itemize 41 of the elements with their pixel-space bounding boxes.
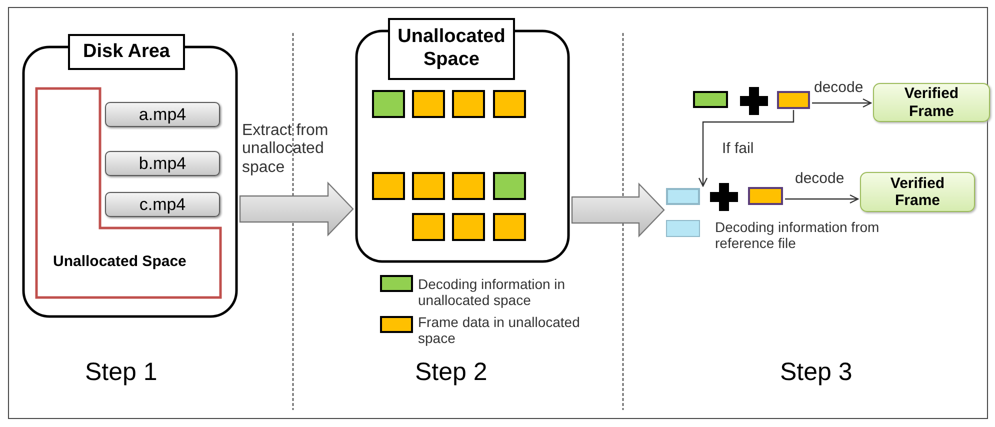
storage-panel xyxy=(355,18,570,263)
data-block xyxy=(777,91,810,109)
data-block xyxy=(372,90,405,118)
data-block xyxy=(493,172,526,200)
arrow xyxy=(785,194,859,204)
data-block xyxy=(493,213,526,241)
legend-text: Frame data in unallocated space xyxy=(418,314,581,346)
data-block xyxy=(412,90,445,118)
region-outline xyxy=(35,87,222,299)
data-block xyxy=(666,188,700,205)
legend-text: Decoding information in unallocated space xyxy=(418,276,566,308)
data-block xyxy=(693,91,728,108)
step-label: Step 3 xyxy=(780,358,852,387)
edge-label: If fail xyxy=(722,140,755,158)
data-block xyxy=(372,172,405,200)
data-block xyxy=(412,172,445,200)
data-block xyxy=(748,187,783,205)
arrow xyxy=(812,98,872,108)
storage-panel xyxy=(22,34,238,318)
region-label: Unallocated Space xyxy=(53,253,186,270)
legend-text: Decoding information from reference file xyxy=(715,219,880,252)
arrow xyxy=(698,110,794,187)
arrow xyxy=(239,182,354,236)
heading-box: Disk Area xyxy=(68,34,185,70)
file-box: c.mp4 xyxy=(105,192,220,217)
data-block xyxy=(452,90,485,118)
edge-label: decode xyxy=(795,170,846,188)
result-box: Verified Frame xyxy=(873,83,990,122)
data-block xyxy=(412,213,445,241)
data-block xyxy=(493,90,526,118)
step-label: Step 1 xyxy=(85,358,158,387)
file-box: b.mp4 xyxy=(105,151,220,176)
edge-label: Extract from unallocated space xyxy=(242,122,330,178)
data-block xyxy=(452,172,485,200)
step-label: Step 2 xyxy=(415,358,488,387)
heading-box: Unallocated Space xyxy=(388,18,515,80)
result-box: Verified Frame xyxy=(860,172,975,212)
arrow xyxy=(571,182,665,238)
edge-label: decode xyxy=(814,79,864,96)
file-box: a.mp4 xyxy=(105,102,220,127)
data-block xyxy=(452,213,485,241)
